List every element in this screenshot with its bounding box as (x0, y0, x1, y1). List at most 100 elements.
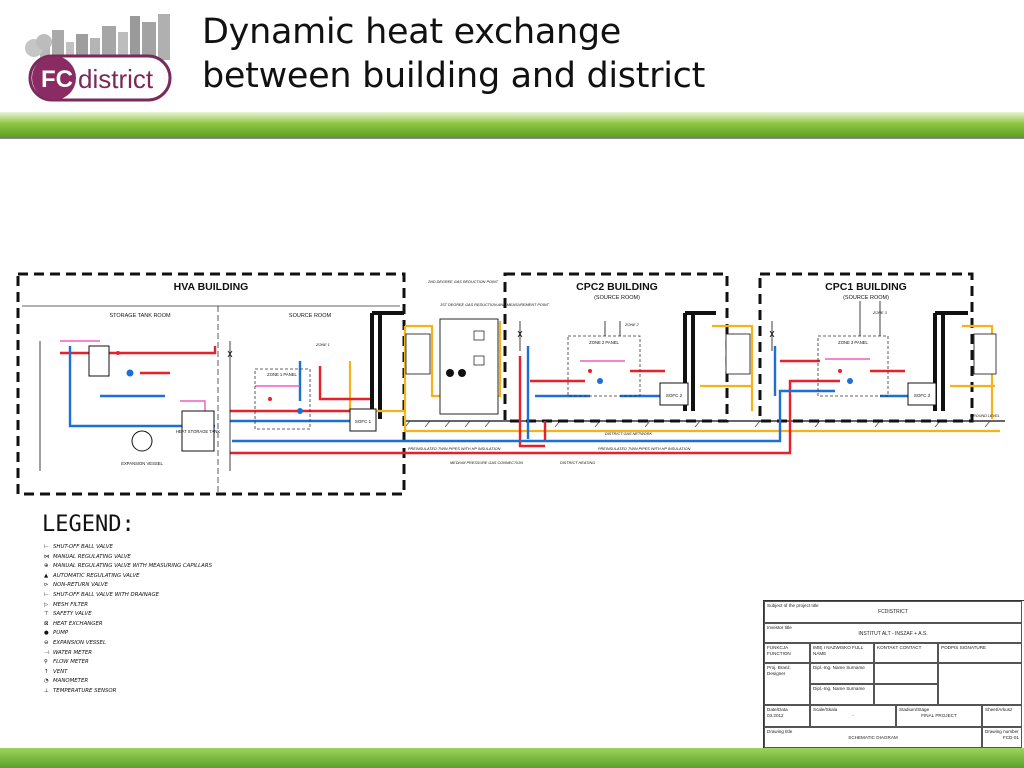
tb-date-cell: Date/Data 03.2012 (764, 705, 810, 727)
zone2-panel (567, 335, 641, 397)
legend-item-label: SHUT-OFF BALL VALVE WITH DRAINAGE (53, 591, 160, 598)
tb-number-cell: Drawing number FCD-01 (982, 727, 1022, 748)
legend-item-label: VENT (53, 668, 68, 675)
title-line-2: between building and district (202, 56, 706, 96)
zone3-label: ZONE 3 (872, 311, 888, 315)
tb-number-label: Drawing number (985, 729, 1019, 734)
legend-item: ⊣ WATER METER (44, 649, 212, 659)
legend-item-label: FLOW METER (53, 659, 89, 666)
tb-scale-value: - (852, 713, 854, 718)
legend-item-label: EXPANSION VESSEL (53, 639, 106, 646)
legend-item-label: AUTOMATIC REGULATING VALVE (53, 572, 140, 579)
tb-contact-2 (874, 684, 938, 705)
gas-meter-2 (458, 369, 466, 377)
tb-col-contact: KONTAKT CONTACT (874, 643, 938, 663)
tb-phase-value: FINAL PROJECT (921, 713, 957, 718)
zone3-panel-label: ZONE 3 PANEL (838, 340, 868, 345)
tb-investor-label: Investor title (767, 625, 792, 630)
tb-phase-cell: Stadium/Stage FINAL PROJECT (896, 705, 982, 727)
legend-item: ◔MANOMETER (44, 677, 212, 687)
tb-project-label: Subject of the project title (767, 603, 819, 608)
district-heating-label: DISTRICT HEATING (560, 461, 595, 465)
tb-phase-label: Stadium/Stage (899, 707, 930, 712)
tb-designer-label: Proj. Branż. Designer (764, 663, 810, 705)
tb-designer-1: Dipl.-Ing. Name Surname (810, 663, 874, 684)
cpc2-subtitle: (SOURCE ROOM) (594, 295, 640, 301)
pump-markers (126, 369, 853, 414)
tb-scale-label: Scale/Skala (813, 707, 838, 712)
legend-item-label: PUMP (53, 630, 69, 637)
green-footer-band (0, 748, 1024, 768)
legend-symbol-icon: ⊠ (44, 620, 49, 627)
gas-regulator-2 (473, 355, 485, 366)
sofc1-box (349, 408, 377, 432)
tb-drawing-label: Drawing title (767, 729, 793, 734)
legend-symbol-icon: ⚲ (44, 659, 48, 666)
cpc2-building-label: CPC2 BUILDING (576, 281, 658, 293)
legend-item-label: MANOMETER (53, 678, 89, 685)
legend-symbol-icon: ⊢ (44, 544, 49, 550)
tb-project-row: Subject of the project title FCDISTRICT (764, 601, 1022, 623)
legend-symbol-icon: ⋈ (44, 553, 50, 560)
tb-number-value: FCD-01 (1002, 735, 1019, 740)
slide-header: FC district Dynamic heat exchange betwee… (0, 0, 1024, 112)
hva-building-label: HVA BUILDING (174, 281, 249, 293)
slide-title: Dynamic heat exchange between building a… (202, 10, 705, 98)
tb-drawing-value: SCHEMATIC DIAGRAM (848, 735, 898, 740)
zone2-label: ZONE 2 (624, 323, 640, 327)
legend-item-label: MANUAL REGULATING VALVE WITH MEASURING C… (53, 563, 213, 570)
legend-item-label: MANUAL REGULATING VALVE (53, 553, 131, 560)
preinsulated-cpc-label: PREINSULATED TWIN PIPES WITH HP INSULATI… (598, 447, 691, 451)
legend-item-label: HEAT EXCHANGER (53, 620, 103, 627)
tb-col-signature: PODPIS SIGNATURE (938, 643, 1022, 663)
drawing-title-block: Subject of the project title FCDISTRICT … (763, 600, 1024, 750)
sofc3-label: SOFC 3 (914, 393, 931, 398)
zone1-panel-label: ZONE 1 PANEL (267, 372, 297, 377)
heat-storage-tank (181, 410, 215, 452)
svg-text:FC: FC (41, 66, 73, 93)
legend-symbol-icon: ⊢ (44, 591, 49, 598)
schematic-diagram: HVA BUILDING STORAGE TANK ROOM SOURCE RO… (16, 272, 1005, 496)
district-gas-label: DISTRICT GAS NETWORK (605, 432, 653, 436)
legend-symbol-icon: ⊕ (44, 563, 49, 570)
legend-symbol-icon: ⊖ (44, 639, 49, 646)
legend-symbol-icon: ▲ (44, 572, 49, 579)
legend-item: ▷MESH FILTER (44, 601, 212, 611)
legend-symbol-icon: ⊣ (44, 649, 49, 656)
tb-project-value: FCDISTRICT (878, 609, 908, 615)
ground-level-label: GROUND LEVEL (970, 414, 1000, 418)
fc-district-logo: FC district (22, 8, 182, 108)
heat-exchanger-box (88, 345, 110, 377)
storage-room-label: STORAGE TANK ROOM (109, 313, 171, 319)
gas-reduction-cabinet (439, 318, 499, 415)
tb-col-function: FUNKCJA FUNCTION (764, 643, 810, 663)
ground-hatch (404, 420, 991, 428)
legend-item: ⋈MANUAL REGULATING VALVE (44, 553, 212, 563)
legend-item-label: SHUT-OFF BALL VALVE (53, 544, 113, 550)
legend-item: ⊤SAFETY VALVE (44, 610, 212, 620)
tb-date-label: Date/Data (767, 707, 788, 712)
legend-symbol-icon: ⊳ (44, 582, 49, 589)
legend-item: ⊖ EXPANSION VESSEL (44, 639, 212, 649)
hva-building-frame (16, 272, 406, 496)
gas-meter-box-hva (405, 333, 431, 375)
cpc1-chimney (933, 311, 968, 411)
preinsulated-hva-label: PREINSULATED TWIN PIPES WITH HP INSULATI… (408, 447, 501, 451)
return-lines (68, 346, 910, 443)
gas-regulator-1 (473, 330, 485, 341)
tb-designer-2: Dipl.-Ing. Name Surname (810, 684, 874, 705)
legend-item: ⊕ MANUAL REGULATING VALVE WITH MEASURING … (44, 562, 212, 572)
legend-item: ⚲ FLOW METER (44, 658, 212, 668)
gas-reduction-label: 1ST DEGREE GAS REDUCTION AND MEASUREMENT… (440, 303, 550, 307)
legend-symbol-icon: ⊥ (44, 687, 49, 694)
zone1-panel (254, 368, 311, 430)
svg-text:district: district (78, 64, 154, 94)
tb-investor-row: Investor title INSTITUT ALT - INSZAF + A… (764, 623, 1022, 643)
legend-symbol-icon: ▷ (44, 601, 49, 608)
zone2-panel-label: ZONE 2 PANEL (589, 340, 619, 345)
legend-title: LEGEND: (42, 512, 135, 537)
legend-item: ⊢ SHUT-OFF BALL VALVE WITH DRAINAGE (44, 591, 212, 601)
green-header-band (0, 112, 1024, 138)
expansion-vessel-label: EXPANSION VESSEL (121, 461, 163, 466)
legend-item-label: WATER METER (53, 649, 93, 656)
